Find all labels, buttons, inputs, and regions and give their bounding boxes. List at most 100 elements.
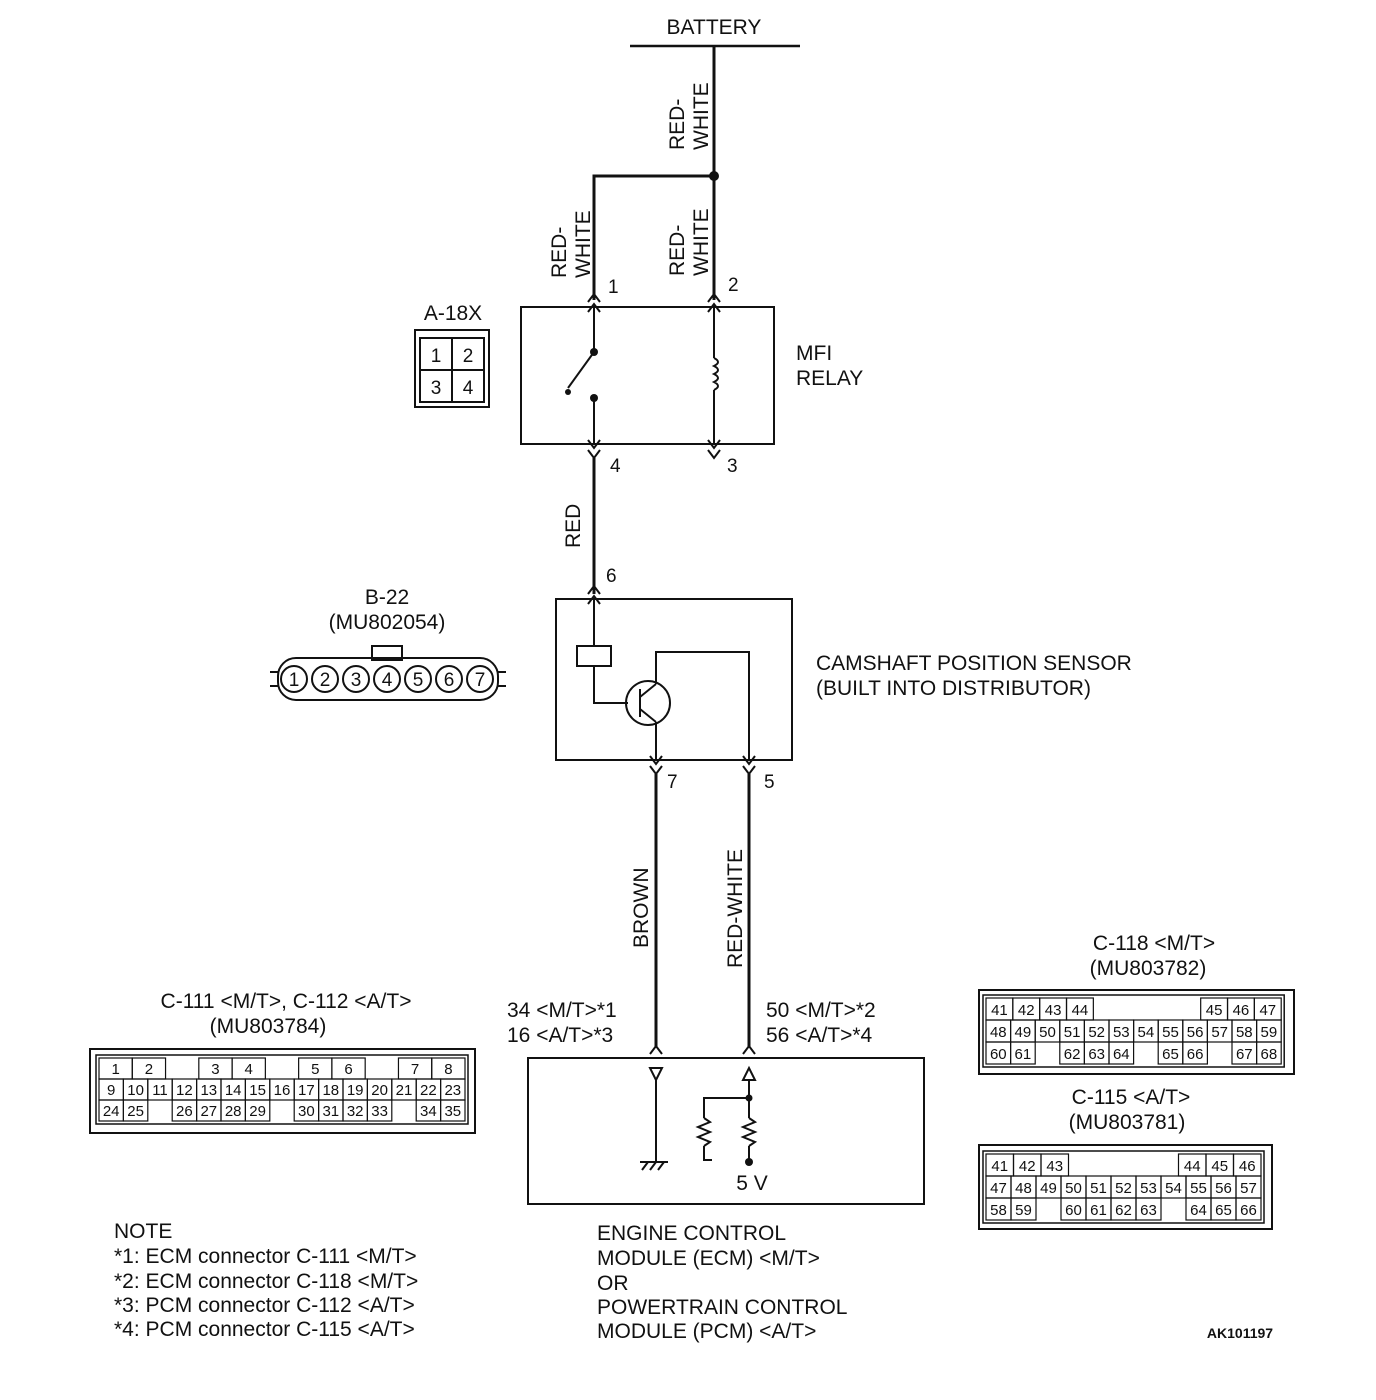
- connector-cell-label: 31: [322, 1103, 339, 1120]
- relay-pin1-arrow2: [587, 302, 601, 313]
- ecm-name-line: MODULE (ECM) <M/T>: [597, 1247, 820, 1270]
- connector-cell-label: 30: [298, 1103, 315, 1120]
- transistor-emitter: [639, 708, 657, 723]
- connector-cell: [1255, 1041, 1282, 1065]
- relay-connector-cell: 4: [463, 378, 474, 399]
- connector-cell-label: 51: [1090, 1180, 1107, 1197]
- connector-cell-label: 53: [1113, 1024, 1130, 1041]
- sensor-connector-id: B-22: [365, 586, 409, 609]
- connector-cell-label: 10: [127, 1082, 144, 1099]
- connector-cell-label: 59: [1261, 1024, 1278, 1041]
- junction-branch-wire: [592, 174, 714, 300]
- connector-c115-title: C-115 <A/T>: [1072, 1086, 1191, 1109]
- relay-connector-cell: 3: [431, 378, 442, 399]
- connector-cell-label: 3: [211, 1061, 219, 1078]
- connector-cell-label: 45: [1211, 1158, 1228, 1175]
- relay-pin2-arrow2: [707, 302, 721, 313]
- connector-cell-label: 20: [371, 1082, 388, 1099]
- connector-cell-label: 55: [1162, 1024, 1179, 1041]
- battery-feed-wire-color-line1: RED-: [666, 99, 689, 150]
- relay-switch-pivot: [565, 389, 571, 395]
- connector-pin-label: 1: [289, 670, 300, 691]
- relay-pin4-arrow: [587, 439, 601, 450]
- ecm-name-line: POWERTRAIN CONTROL: [597, 1296, 847, 1319]
- connector-cell-label: 67: [1236, 1046, 1253, 1063]
- connector-cell-label: 34: [420, 1103, 437, 1120]
- connector-cell-label: 47: [990, 1180, 1007, 1197]
- camshaft-sensor-box: [555, 598, 793, 761]
- connector-cell-label: 66: [1240, 1202, 1257, 1219]
- connector-cell-label: 44: [1072, 1002, 1089, 1019]
- connector-cell-label: 55: [1190, 1180, 1207, 1197]
- connector-pin-circle: [373, 665, 401, 693]
- connector-pin-label: 5: [413, 670, 424, 691]
- relay-pin1-wire-color-line1: RED-: [548, 227, 571, 278]
- connector-cell-label: 45: [1206, 1002, 1223, 1019]
- relay-coil-icon: [711, 357, 719, 391]
- ecm-pulldown-end: [703, 1146, 712, 1161]
- connector-cell-label: 50: [1039, 1024, 1056, 1041]
- ecm-pin-left-line1: 34 <M/T>*1: [507, 999, 617, 1022]
- hall-element-icon: [576, 645, 612, 667]
- connector-cell: [1010, 1197, 1037, 1221]
- connector-cell-label: 42: [1019, 1158, 1036, 1175]
- connector-pin-circle: [342, 665, 370, 693]
- connector-cell-label: 16: [274, 1082, 291, 1099]
- connector-cell-label: 42: [1018, 1002, 1035, 1019]
- note-line: *2: ECM connector C-118 <M/T>: [114, 1270, 418, 1293]
- connector-cell-label: 7: [411, 1061, 419, 1078]
- relay-pin4-label: 4: [610, 456, 621, 477]
- connector-cell-label: 52: [1115, 1180, 1132, 1197]
- transistor-collector-wire: [655, 651, 750, 760]
- connector-cell-label: 8: [444, 1061, 452, 1078]
- connector-cell: [1135, 1197, 1162, 1221]
- ecm-pin-left-arrow: [649, 1044, 663, 1055]
- connector-c118-outer: [978, 989, 1295, 1075]
- ecm-pulldown-wire: [703, 1097, 749, 1118]
- connector-cell-label: 32: [347, 1103, 364, 1120]
- connector-cell-label: 28: [225, 1103, 242, 1120]
- connector-cell-label: 62: [1115, 1202, 1132, 1219]
- connector-cell: [122, 1099, 149, 1122]
- connector-cell-label: 5: [311, 1061, 319, 1078]
- connector-cell-label: 11: [152, 1082, 168, 1099]
- ecm-5v-dot: [745, 1158, 753, 1166]
- connector-c118-part: (MU803782): [1090, 957, 1207, 980]
- connector-cell: [1182, 1041, 1209, 1065]
- relay-pin2-wire-color-line2: WHITE: [690, 208, 713, 276]
- sensor-pin6-arrow: [587, 584, 601, 595]
- connector-cell-label: 18: [322, 1082, 339, 1099]
- sensor-pin5-arrow: [742, 755, 756, 766]
- connector-cell-label: 54: [1138, 1024, 1155, 1041]
- connector-cell-label: 35: [444, 1103, 461, 1120]
- connector-cell-label: 61: [1015, 1046, 1032, 1063]
- battery-feed-wire-color-line2: WHITE: [690, 82, 713, 150]
- sensor-pin7-arrow2: [649, 765, 663, 776]
- sensor-pin7-label: 7: [667, 772, 678, 793]
- connector-cell-label: 56: [1215, 1180, 1232, 1197]
- connector-cell-label: 13: [200, 1082, 217, 1099]
- connector-cell-label: 19: [347, 1082, 364, 1099]
- connector-cell-label: 64: [1113, 1046, 1130, 1063]
- sensor-pin5-arrow2: [742, 765, 756, 776]
- connector-c111-part: (MU803784): [210, 1015, 327, 1038]
- connector-cell-label: 60: [990, 1046, 1007, 1063]
- connector-cell-label: 52: [1088, 1024, 1105, 1041]
- connector-cell-label: 49: [1040, 1180, 1057, 1197]
- sensor-pin7-arrow: [649, 755, 663, 766]
- connector-pin-circle: [466, 665, 494, 693]
- connector-cell-label: 64: [1190, 1202, 1207, 1219]
- ecm-input-triangle-left: [648, 1067, 664, 1083]
- connector-cell-label: 47: [1259, 1002, 1276, 1019]
- connector-cell-label: 41: [991, 1002, 1008, 1019]
- connector-inner-border: [982, 994, 1285, 1068]
- sensor-hall-to-base-wire: [593, 666, 628, 704]
- relay-pin2-wire-color-line1: RED-: [666, 225, 689, 276]
- connector-cell-label: 15: [249, 1082, 266, 1099]
- connector-cell-label: 53: [1140, 1180, 1157, 1197]
- sensor-connector-body: [277, 657, 499, 701]
- sensor-pin6-label: 6: [606, 566, 617, 587]
- connector-cell-label: 58: [1236, 1024, 1253, 1041]
- connector-cell-label: 1: [111, 1061, 119, 1078]
